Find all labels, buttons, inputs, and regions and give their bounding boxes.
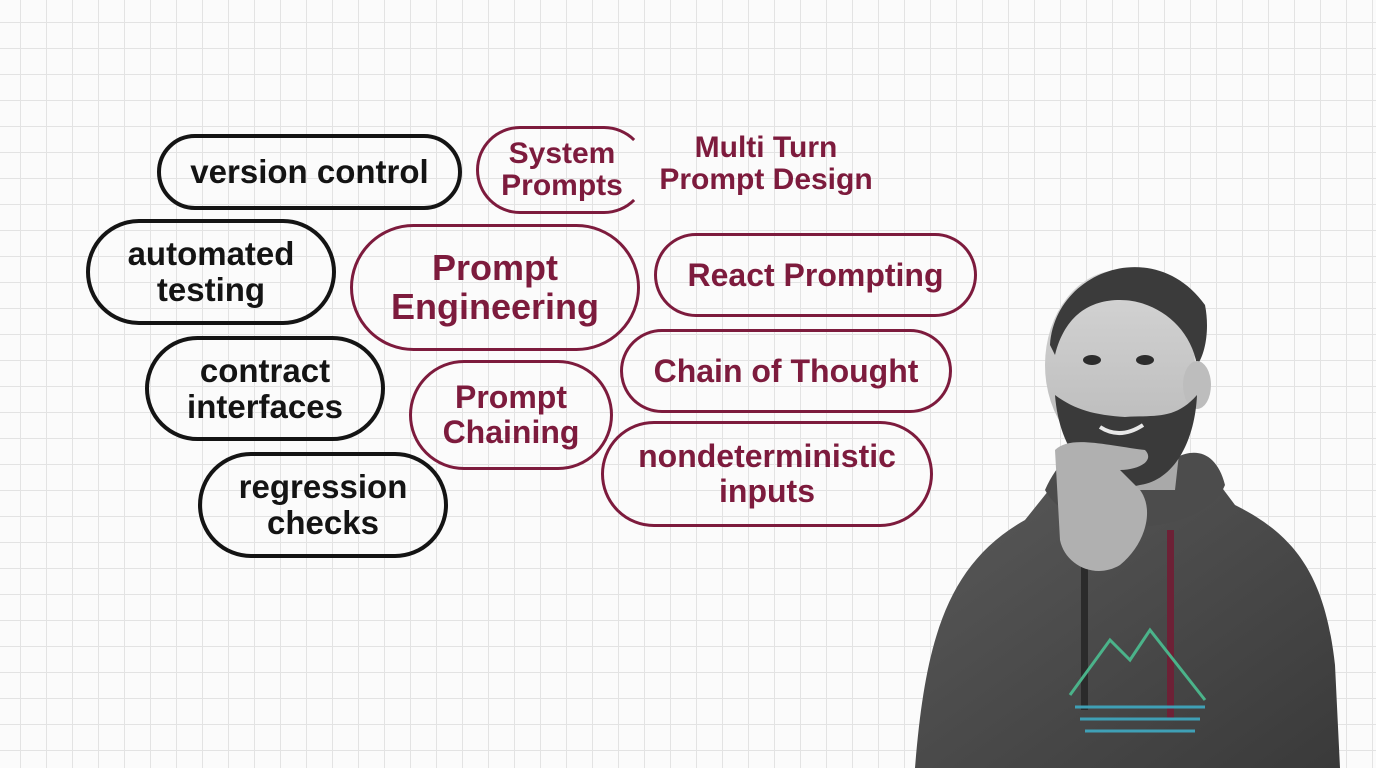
drawstring-right [1167, 530, 1174, 720]
tag-prompt-engineering: Prompt Engineering [350, 224, 640, 351]
tag-automated-testing: automated testing [86, 219, 336, 325]
tag-prompt-engineering-line1: Prompt [432, 246, 558, 288]
tag-system-prompts-line1: System [508, 136, 616, 170]
man-thinking-photo [915, 267, 1340, 768]
tag-multi-turn-line2: Prompt Design [659, 162, 873, 196]
tag-version-control-text: version control [190, 153, 429, 191]
tag-chain-of-thought: Chain of Thought [620, 329, 952, 413]
tag-contract-interfaces: contract interfaces [145, 336, 385, 441]
hoodie-shape [915, 465, 1340, 768]
hand-shape [1055, 442, 1149, 571]
tag-nondeterministic-inputs: nondeterministic inputs [601, 421, 933, 527]
tag-nondeterministic-line1: nondeterministic [638, 438, 896, 475]
mouth-shape [1098, 423, 1145, 435]
tag-react-prompting-text: React Prompting [687, 256, 944, 293]
tag-chain-of-thought-text: Chain of Thought [653, 352, 919, 389]
tag-system-prompts-line2: Prompts [501, 169, 623, 202]
tag-regression-checks-line2: checks [267, 504, 379, 541]
tag-automated-testing-line1: automated [127, 235, 295, 273]
tag-contract-interfaces-line2: interfaces [187, 387, 343, 425]
tag-regression-checks: regression checks [198, 452, 448, 558]
tag-contract-interfaces-line1: contract [199, 351, 331, 389]
tag-prompt-engineering-line2: Engineering [390, 285, 600, 327]
tag-regression-checks-line1: regression [238, 468, 408, 506]
tag-nondeterministic-line2: inputs [719, 473, 815, 509]
tag-system-prompts: System Prompts [476, 126, 648, 214]
tag-prompt-chaining-line1: Prompt [455, 379, 567, 416]
ear-shape [1183, 361, 1211, 409]
tag-prompt-chaining-line2: Chaining [442, 414, 580, 450]
hair-shape [1050, 267, 1208, 365]
tag-automated-testing-line2: testing [156, 271, 266, 308]
tag-multi-turn-prompt-design: Multi Turn Prompt Design [648, 132, 884, 195]
drawstring-left [1081, 510, 1088, 710]
eye-left [1083, 355, 1101, 365]
tag-prompt-chaining: Prompt Chaining [409, 360, 613, 470]
eye-right [1136, 355, 1154, 365]
tag-react-prompting: React Prompting [654, 233, 977, 317]
mountain-graphic [1068, 627, 1207, 733]
tag-version-control: version control [157, 134, 462, 210]
tag-multi-turn-line1: Multi Turn [694, 131, 838, 164]
